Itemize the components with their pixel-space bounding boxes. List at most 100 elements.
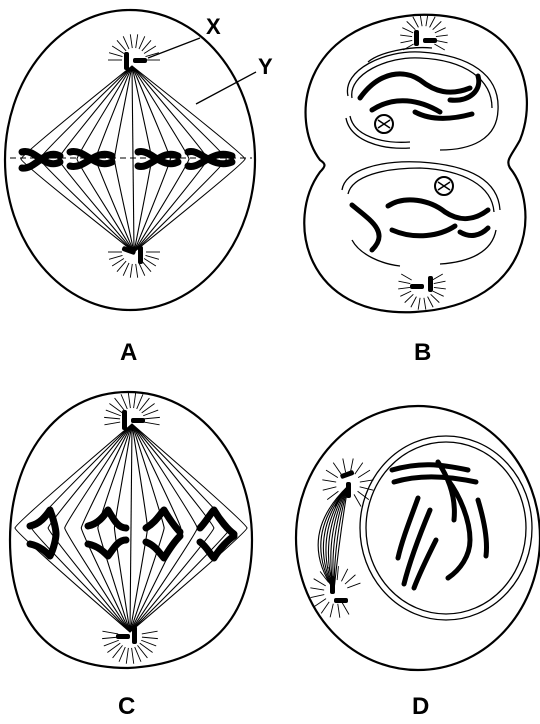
panel-c-label: C xyxy=(118,693,135,720)
aster-ray xyxy=(104,422,120,425)
aster-ray xyxy=(398,287,410,288)
aster-ray xyxy=(434,44,444,50)
panel-a-aster-bottom xyxy=(108,252,160,278)
aster-ray xyxy=(430,17,436,28)
aster-ray xyxy=(420,14,422,26)
aster-ray xyxy=(311,595,325,598)
aster-ray xyxy=(432,274,442,280)
aster-ray xyxy=(436,40,448,42)
spindle-fibre xyxy=(114,66,134,252)
spindle-fibre xyxy=(132,66,134,252)
panel-b-cell-membrane xyxy=(304,15,527,312)
panel-d-centriole-bottom xyxy=(330,576,335,594)
aster-ray xyxy=(136,264,138,278)
aster-ray xyxy=(139,36,145,49)
pointer-x: X xyxy=(148,14,221,58)
aster-ray xyxy=(434,287,446,288)
panel-b-aster-top xyxy=(400,14,448,50)
aster-ray xyxy=(435,28,446,33)
pointer-y-label: Y xyxy=(258,54,273,79)
panel-a-chromosomes xyxy=(22,152,232,169)
aster-ray xyxy=(146,255,159,259)
aster-ray xyxy=(418,298,420,310)
panel-c-cell xyxy=(10,392,252,668)
aster-ray xyxy=(141,640,156,646)
aster-ray xyxy=(102,631,118,634)
aster-ray xyxy=(126,648,128,664)
aster-ray xyxy=(326,470,338,477)
aster-ray xyxy=(132,648,134,664)
aster-ray xyxy=(314,599,326,607)
spindle-fibre xyxy=(130,424,132,632)
aster-ray xyxy=(112,46,124,54)
aster-ray xyxy=(333,463,341,475)
panel-d-centriole-top xyxy=(340,470,355,479)
aster-ray xyxy=(413,17,419,28)
aster-ray xyxy=(112,258,124,266)
aster-ray xyxy=(345,575,355,584)
aster-ray xyxy=(123,263,129,276)
aster-ray xyxy=(144,46,156,54)
aster-ray xyxy=(142,261,151,272)
aster-ray xyxy=(104,640,119,646)
pointer-x-line xyxy=(148,38,200,58)
panel-b-aster-bottom xyxy=(398,274,446,310)
aster-ray xyxy=(405,294,414,302)
aster-ray xyxy=(358,470,370,477)
panel-a-centriole-top xyxy=(124,52,129,70)
aster-ray xyxy=(109,53,122,57)
aster-ray xyxy=(106,410,121,416)
aster-ray xyxy=(130,264,132,278)
spindle-fibre xyxy=(132,66,152,252)
aster-ray xyxy=(407,21,416,29)
aster-ray xyxy=(136,34,138,48)
aster-ray xyxy=(130,34,132,48)
aster-ray xyxy=(338,604,340,618)
aster-ray xyxy=(117,261,126,272)
aster-ray xyxy=(139,263,145,276)
panel-a-label: A xyxy=(120,339,137,366)
pointer-x-label: X xyxy=(206,14,221,39)
panel-d-chromosomes xyxy=(392,462,487,588)
aster-ray xyxy=(322,480,336,482)
aster-ray xyxy=(323,487,337,490)
aster-ray xyxy=(401,274,411,280)
aster-ray xyxy=(341,569,347,581)
aster-ray xyxy=(321,602,329,614)
aster-ray xyxy=(350,459,353,473)
aster-ray xyxy=(134,392,136,408)
aster-ray xyxy=(117,40,126,51)
panel-c-centriole-bottom xyxy=(116,634,130,639)
aster-ray xyxy=(426,14,428,26)
aster-ray xyxy=(436,35,448,36)
panel-c-spindle xyxy=(15,424,247,632)
aster-ray xyxy=(347,583,360,588)
aster-ray xyxy=(354,494,361,506)
aster-ray xyxy=(128,392,130,408)
aster-ray xyxy=(109,255,122,259)
panel-c-centriole-top xyxy=(122,410,127,430)
aster-ray xyxy=(123,36,129,49)
aster-ray xyxy=(144,422,160,425)
panel-b-nucleus-bottom xyxy=(342,162,500,266)
panel-b-centriole-top xyxy=(414,30,419,46)
aster-ray xyxy=(398,281,410,283)
aster-ray xyxy=(402,28,413,33)
aster-ray xyxy=(144,417,160,419)
panel-d-label: D xyxy=(412,693,429,720)
aster-ray xyxy=(434,281,446,283)
aster-ray xyxy=(360,487,374,490)
aster-ray xyxy=(400,40,412,42)
aster-ray xyxy=(314,579,326,586)
aster-ray xyxy=(142,40,151,51)
aster-ray xyxy=(143,410,158,416)
aster-ray xyxy=(428,297,434,308)
panel-c-chromosomes xyxy=(30,510,234,558)
aster-ray xyxy=(411,297,417,308)
aster-ray xyxy=(424,298,426,310)
pointer-y-line xyxy=(196,72,256,104)
aster-ray xyxy=(433,21,442,29)
aster-ray xyxy=(142,631,158,634)
aster-ray xyxy=(355,463,363,475)
panel-b-centriole-bottom xyxy=(410,284,424,289)
